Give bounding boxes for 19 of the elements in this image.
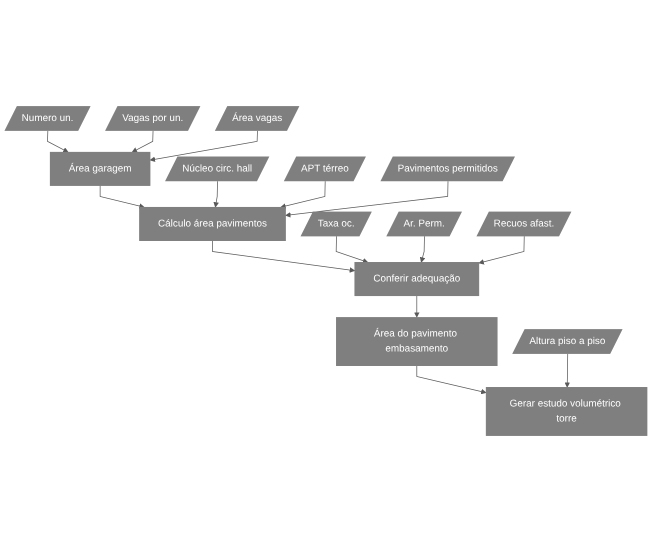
arrow <box>212 240 355 273</box>
arrow <box>564 354 570 388</box>
arrow <box>280 180 326 209</box>
arrow <box>420 236 426 263</box>
arrow <box>285 180 448 218</box>
node-box: Gerar estudo volumétrico torre <box>486 387 648 436</box>
arrow <box>414 295 420 318</box>
arrow <box>336 236 368 264</box>
arrow <box>47 130 68 152</box>
arrow <box>132 130 154 152</box>
arrow <box>416 365 486 394</box>
node-box: Conferir adequação <box>354 262 480 296</box>
node-box: Área garagem <box>50 152 150 186</box>
arrow <box>478 236 525 264</box>
node-box: Cálculo área pavimentos <box>139 206 286 241</box>
arrow <box>214 180 219 208</box>
arrow <box>150 130 258 162</box>
node-box: Área do pavimento embasamento <box>336 317 498 366</box>
arrow <box>100 185 145 209</box>
